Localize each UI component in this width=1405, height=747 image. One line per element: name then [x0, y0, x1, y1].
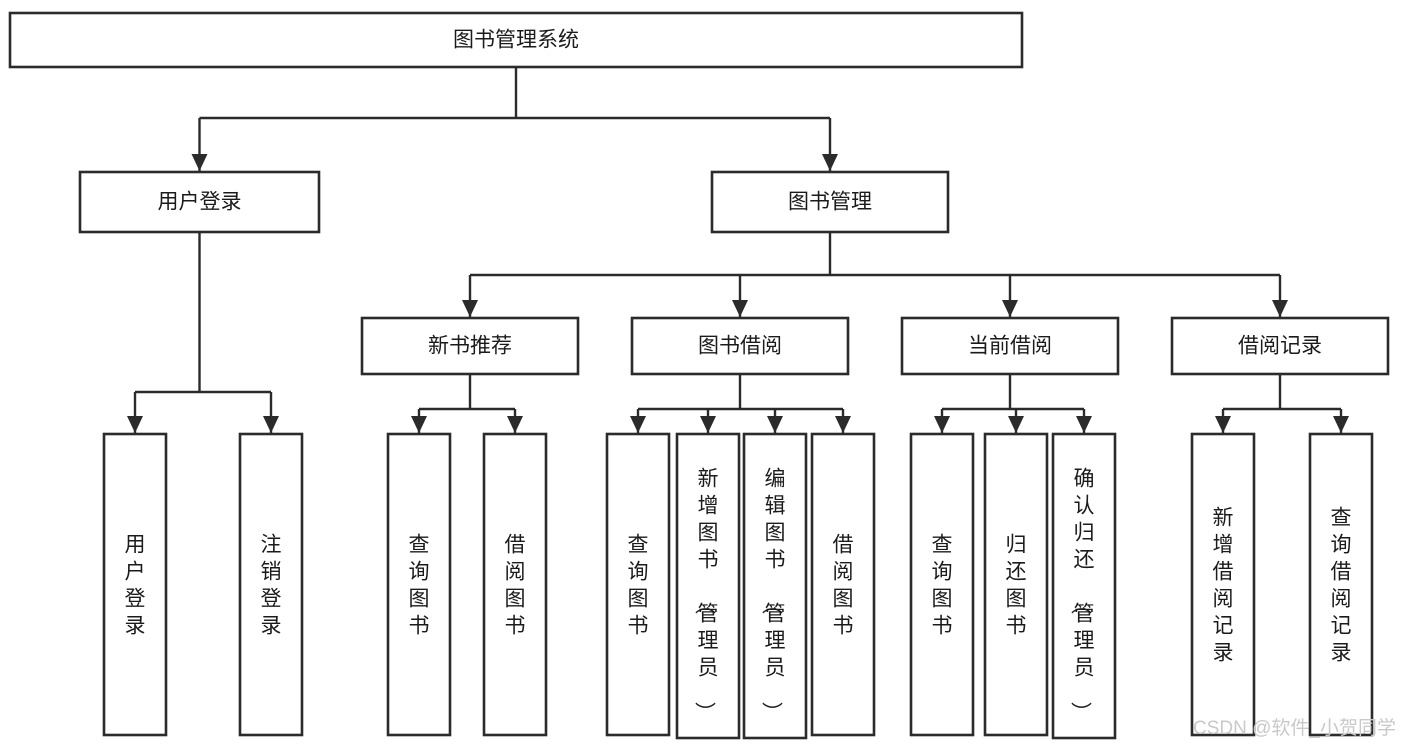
node-box-leaf-add-book-admin[interactable]	[675, 432, 741, 740]
new-book-recommend-to-leaves-arrow-1	[507, 416, 523, 433]
node-box-leaf-user-logout[interactable]	[238, 432, 304, 737]
node-label-book-borrow: 图书借阅	[698, 335, 782, 358]
node-label-new-book-recommend: 新书推荐	[428, 335, 512, 358]
node-box-leaf-query-book-borrow[interactable]	[605, 432, 671, 737]
node-leaf-query-book-borrow[interactable]: 查询图书	[605, 432, 671, 737]
connectors-layer	[127, 67, 1349, 433]
node-box-leaf-return-book[interactable]	[983, 432, 1049, 737]
book-borrow-to-leaves-arrow-1	[700, 416, 716, 433]
root-to-level2-arrow-0	[191, 154, 208, 171]
node-label-leaf-user-login: 用户登录	[125, 534, 146, 638]
node-leaf-confirm-return-admin[interactable]: 确认归还（管理员）	[1051, 432, 1117, 740]
current-borrow-to-leaves-arrow-2	[1076, 416, 1092, 433]
book-borrow-to-leaves-arrow-0	[630, 416, 646, 433]
node-leaf-borrow-book[interactable]: 借阅图书	[810, 432, 876, 737]
node-box-current-borrow[interactable]	[900, 316, 1120, 376]
node-label-leaf-borrow-book: 借阅图书	[833, 534, 854, 638]
node-leaf-borrow-book-rec[interactable]: 借阅图书	[482, 432, 548, 737]
node-box-leaf-edit-book-admin[interactable]	[742, 432, 808, 740]
nodes-layer: 图书管理系统用户登录图书管理新书推荐图书借阅当前借阅借阅记录用户登录注销登录查询…	[8, 11, 1390, 740]
node-label-leaf-query-borrow-record: 查询借阅记录	[1331, 507, 1352, 665]
node-label-borrow-record: 借阅记录	[1238, 335, 1322, 358]
node-box-leaf-query-book-current[interactable]	[909, 432, 975, 737]
node-leaf-add-borrow-record[interactable]: 新增借阅记录	[1190, 432, 1256, 737]
node-label-leaf-add-borrow-record: 新增借阅记录	[1213, 507, 1234, 665]
node-box-book-borrow[interactable]	[630, 316, 850, 376]
node-box-leaf-confirm-return-admin[interactable]	[1051, 432, 1117, 740]
node-box-leaf-query-book-rec[interactable]	[386, 432, 452, 737]
bookmanage-to-level3-arrow-1	[732, 300, 748, 317]
node-box-borrow-record[interactable]	[1170, 316, 1390, 376]
node-new-book-recommend[interactable]: 新书推荐	[360, 316, 580, 376]
new-book-recommend-to-leaves-arrow-0	[411, 416, 427, 433]
borrow-record-to-leaves-arrow-0	[1215, 416, 1231, 433]
user-login-to-leaves-arrow-1	[263, 416, 279, 433]
user-login-to-leaves-arrow-0	[127, 416, 143, 433]
node-leaf-return-book[interactable]: 归还图书	[983, 432, 1049, 737]
node-current-borrow[interactable]: 当前借阅	[900, 316, 1120, 376]
bookmanage-to-level3-arrow-3	[1272, 300, 1288, 317]
node-label-book-manage: 图书管理	[788, 191, 872, 214]
node-box-root[interactable]	[8, 11, 1024, 69]
node-label-leaf-query-book-current: 查询图书	[932, 534, 953, 638]
bookmanage-to-level3-arrow-2	[1002, 300, 1018, 317]
node-root[interactable]: 图书管理系统	[8, 11, 1024, 69]
node-label-leaf-user-logout: 注销登录	[261, 534, 282, 638]
node-box-leaf-borrow-book-rec[interactable]	[482, 432, 548, 737]
node-box-leaf-user-login[interactable]	[102, 432, 168, 737]
current-borrow-to-leaves-arrow-0	[934, 416, 950, 433]
node-box-leaf-query-borrow-record[interactable]	[1308, 432, 1374, 737]
node-label-leaf-confirm-return-admin: 确认归还（管理员）	[1069, 468, 1095, 723]
watermark-label: CSDN @软件_小贺同学	[1193, 717, 1396, 739]
node-label-leaf-query-book-borrow: 查询图书	[628, 534, 649, 638]
node-box-new-book-recommend[interactable]	[360, 316, 580, 376]
node-label-root: 图书管理系统	[453, 29, 579, 52]
node-book-borrow[interactable]: 图书借阅	[630, 316, 850, 376]
node-box-leaf-borrow-book[interactable]	[810, 432, 876, 737]
node-leaf-query-book-rec[interactable]: 查询图书	[386, 432, 452, 737]
node-label-leaf-add-book-admin: 新增图书（管理员）	[693, 468, 719, 723]
node-label-user-login: 用户登录	[158, 191, 242, 214]
book-borrow-to-leaves-arrow-2	[767, 416, 783, 433]
node-box-leaf-add-borrow-record[interactable]	[1190, 432, 1256, 737]
borrow-record-to-leaves-arrow-1	[1333, 416, 1349, 433]
node-leaf-query-borrow-record[interactable]: 查询借阅记录	[1308, 432, 1374, 737]
node-leaf-user-login[interactable]: 用户登录	[102, 432, 168, 737]
node-user-login[interactable]: 用户登录	[78, 170, 321, 234]
node-label-current-borrow: 当前借阅	[968, 335, 1052, 358]
node-leaf-user-logout[interactable]: 注销登录	[238, 432, 304, 737]
current-borrow-to-leaves-arrow-1	[1008, 416, 1024, 433]
node-leaf-add-book-admin[interactable]: 新增图书（管理员）	[675, 432, 741, 740]
node-label-leaf-edit-book-admin: 编辑图书（管理员）	[760, 468, 786, 723]
node-leaf-query-book-current[interactable]: 查询图书	[909, 432, 975, 737]
node-box-user-login[interactable]	[78, 170, 321, 234]
node-label-leaf-borrow-book-rec: 借阅图书	[505, 534, 526, 638]
node-label-leaf-return-book: 归还图书	[1006, 534, 1027, 638]
bookmanage-to-level3-arrow-0	[462, 300, 478, 317]
root-to-level2-arrow-1	[822, 154, 838, 171]
book-borrow-to-leaves-arrow-3	[835, 416, 851, 433]
node-book-manage[interactable]: 图书管理	[710, 170, 950, 234]
node-leaf-edit-book-admin[interactable]: 编辑图书（管理员）	[742, 432, 808, 740]
node-label-leaf-query-book-rec: 查询图书	[409, 534, 430, 638]
node-box-book-manage[interactable]	[710, 170, 950, 234]
node-borrow-record[interactable]: 借阅记录	[1170, 316, 1390, 376]
